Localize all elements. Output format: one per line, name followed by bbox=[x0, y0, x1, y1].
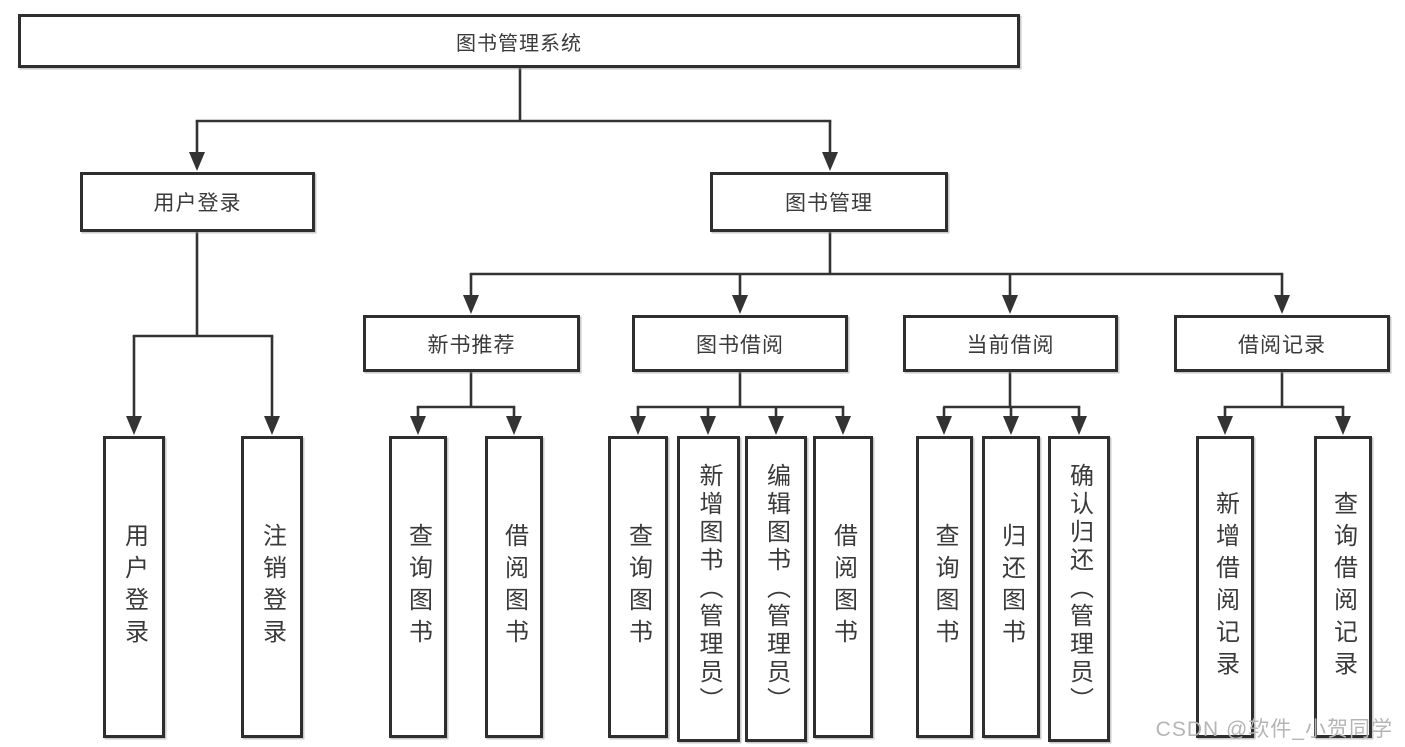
node-cb-query-book: 查询图书 bbox=[916, 436, 973, 738]
edges-new-book-rec bbox=[410, 372, 522, 435]
node-br-add-record: 新增借阅记录 bbox=[1196, 436, 1254, 738]
node-borrow-records-label: 借阅记录 bbox=[1238, 333, 1326, 357]
node-current-borrow-label: 当前借阅 bbox=[966, 333, 1055, 357]
node-cb-confirm-return-label: 确认归还（管理员） bbox=[1065, 463, 1093, 715]
node-leaf-logout: 注销登录 bbox=[241, 436, 303, 738]
node-bb-edit-book-label: 编辑图书（管理员） bbox=[762, 463, 790, 715]
edges-borrow-records bbox=[1217, 372, 1351, 435]
node-rec-borrow-book-label: 借阅图书 bbox=[500, 523, 528, 651]
node-rec-borrow-book: 借阅图书 bbox=[485, 436, 543, 738]
edges-user-login bbox=[126, 232, 280, 435]
node-cb-query-book-label: 查询图书 bbox=[931, 523, 958, 651]
node-current-borrow: 当前借阅 bbox=[903, 315, 1118, 372]
node-book-mgmt: 图书管理 bbox=[710, 172, 948, 232]
node-br-query-record-label: 查询借阅记录 bbox=[1329, 491, 1357, 683]
node-book-borrow: 图书借阅 bbox=[632, 315, 848, 372]
node-bb-query-book: 查询图书 bbox=[608, 436, 668, 738]
node-new-book-rec: 新书推荐 bbox=[363, 315, 580, 372]
node-br-add-record-label: 新增借阅记录 bbox=[1211, 491, 1239, 683]
node-rec-query-book: 查询图书 bbox=[389, 436, 447, 738]
node-rec-query-book-label: 查询图书 bbox=[404, 523, 432, 651]
node-bb-add-book-label: 新增图书（管理员） bbox=[695, 463, 722, 715]
node-book-mgmt-label: 图书管理 bbox=[785, 192, 873, 215]
node-cb-confirm-return: 确认归还（管理员） bbox=[1048, 436, 1110, 742]
node-borrow-records: 借阅记录 bbox=[1174, 315, 1390, 372]
node-leaf-user-login: 用户登录 bbox=[103, 436, 165, 738]
csdn-watermark: CSDN @软件_小贺同学 bbox=[1155, 718, 1393, 741]
node-leaf-logout-label: 注销登录 bbox=[258, 523, 286, 651]
node-root-label: 图书管理系统 bbox=[456, 32, 582, 55]
node-bb-add-book: 新增图书（管理员） bbox=[677, 436, 740, 742]
node-bb-edit-book: 编辑图书（管理员） bbox=[745, 436, 807, 742]
node-user-login: 用户登录 bbox=[80, 172, 315, 232]
node-bb-borrow-book: 借阅图书 bbox=[813, 436, 873, 738]
node-cb-return-book-label: 归还图书 bbox=[997, 523, 1025, 651]
node-root: 图书管理系统 bbox=[18, 14, 1020, 68]
edges-current-borrow bbox=[936, 372, 1087, 435]
node-user-login-label: 用户登录 bbox=[153, 192, 242, 215]
node-br-query-record: 查询借阅记录 bbox=[1314, 436, 1372, 738]
edges-book-mgmt bbox=[463, 232, 1290, 314]
node-book-borrow-label: 图书借阅 bbox=[696, 333, 784, 357]
node-new-book-rec-label: 新书推荐 bbox=[427, 333, 516, 357]
node-leaf-user-login-label: 用户登录 bbox=[120, 523, 148, 651]
node-bb-query-book-label: 查询图书 bbox=[624, 523, 652, 651]
node-cb-return-book: 归还图书 bbox=[982, 436, 1040, 738]
node-bb-borrow-book-label: 借阅图书 bbox=[829, 523, 857, 651]
edges-root-to-level2 bbox=[189, 68, 838, 171]
edges-book-borrow bbox=[630, 372, 851, 435]
